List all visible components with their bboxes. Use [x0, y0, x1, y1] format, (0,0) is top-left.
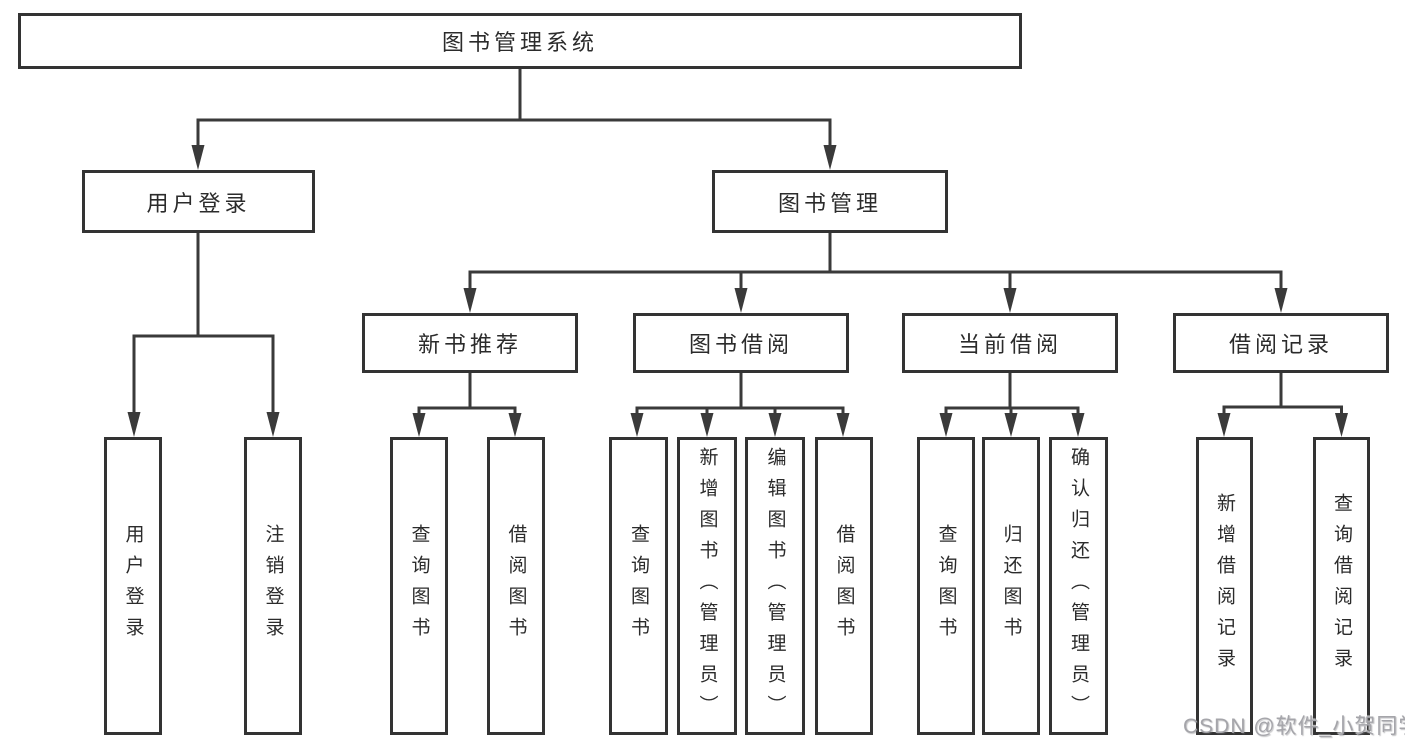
node-current-borrowing: 当前借阅: [902, 313, 1118, 373]
node-new-book-recommend-label: 新书推荐: [417, 332, 522, 357]
node-logout-label: 注销登录: [262, 524, 284, 648]
node-add-borrow-record: 新增借阅记录: [1196, 437, 1253, 735]
node-root-label: 图书管理系统: [441, 30, 598, 55]
node-query-books-current-label: 查询图书: [935, 524, 957, 648]
node-query-books-recommend-label: 查询图书: [408, 524, 430, 648]
node-borrow-books-action-label: 借阅图书: [833, 524, 855, 648]
node-query-books-current: 查询图书: [917, 437, 975, 735]
node-add-books-admin: 新增图书（管理员）: [677, 437, 737, 735]
node-user-login-label: 用户登录: [146, 190, 251, 216]
node-borrow-books-action: 借阅图书: [815, 437, 873, 735]
node-add-borrow-record-label: 新增借阅记录: [1214, 493, 1235, 679]
node-query-books-borrow: 查询图书: [609, 437, 668, 735]
node-return-books: 归还图书: [982, 437, 1040, 735]
node-logout: 注销登录: [244, 437, 302, 735]
node-book-management-label: 图书管理: [777, 190, 882, 216]
node-borrowing-records: 借阅记录: [1173, 313, 1389, 373]
node-query-books-borrow-label: 查询图书: [628, 524, 649, 648]
node-new-book-recommend: 新书推荐: [362, 313, 578, 373]
node-root-system: 图书管理系统: [18, 13, 1022, 69]
node-query-books-recommend: 查询图书: [390, 437, 448, 735]
node-edit-books-admin-label: 编辑图书（管理员）: [764, 446, 786, 726]
node-query-borrow-record-label: 查询借阅记录: [1331, 493, 1352, 679]
node-current-borrowing-label: 当前借阅: [957, 332, 1062, 357]
node-return-books-label: 归还图书: [1000, 524, 1022, 648]
node-borrow-books-recommend-label: 借阅图书: [505, 524, 527, 648]
node-user-login: 用户登录: [82, 170, 315, 233]
csdn-watermark: CSDN @软件_小贺同学: [1183, 715, 1405, 738]
node-edit-books-admin: 编辑图书（管理员）: [745, 437, 805, 735]
node-book-borrowing-label: 图书借阅: [688, 332, 793, 357]
node-user-login-action: 用户登录: [104, 437, 162, 735]
node-confirm-return-admin-label: 确认归还（管理员）: [1068, 446, 1089, 726]
node-borrowing-records-label: 借阅记录: [1228, 332, 1333, 357]
node-confirm-return-admin: 确认归还（管理员）: [1049, 437, 1108, 735]
node-user-login-action-label: 用户登录: [122, 524, 144, 648]
node-book-management: 图书管理: [712, 170, 948, 233]
node-add-books-admin-label: 新增图书（管理员）: [696, 446, 718, 726]
node-book-borrowing: 图书借阅: [633, 313, 849, 373]
node-query-borrow-record: 查询借阅记录: [1313, 437, 1370, 735]
node-borrow-books-recommend: 借阅图书: [487, 437, 545, 735]
